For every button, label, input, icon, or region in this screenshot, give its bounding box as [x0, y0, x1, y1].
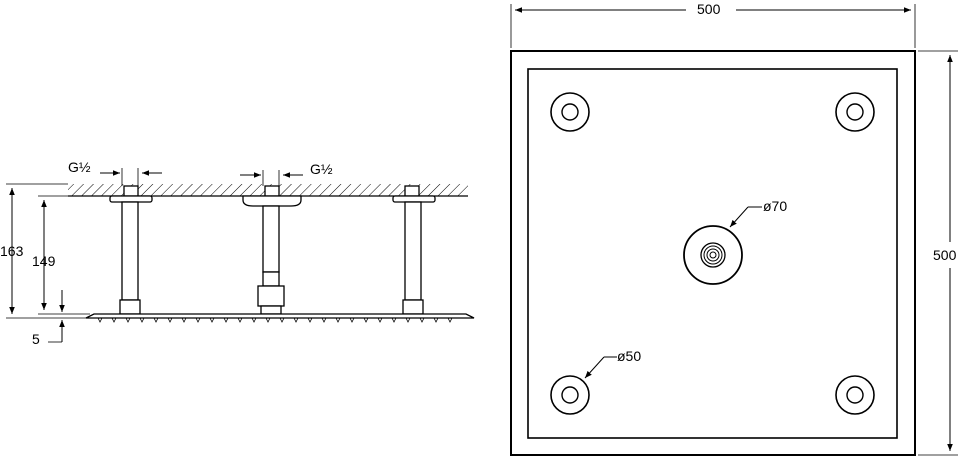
nozzle — [153, 317, 159, 323]
nozzle — [447, 317, 453, 323]
center-diameter-leader: ø70 — [729, 198, 787, 228]
nozzle — [433, 317, 439, 323]
height-total-dim: 163 — [0, 183, 86, 319]
nozzle — [335, 317, 341, 323]
nozzle — [167, 317, 173, 323]
nozzle — [293, 317, 299, 323]
mount-bottom-right — [835, 375, 875, 415]
nozzle — [321, 317, 327, 323]
nozzle — [125, 317, 131, 323]
center-connector — [683, 225, 743, 285]
nozzle — [279, 317, 285, 323]
height-total-label: 163 — [0, 243, 24, 259]
nozzle — [181, 317, 187, 323]
nozzle — [265, 317, 271, 323]
mount-bottom-left — [550, 375, 590, 415]
nozzle — [405, 317, 411, 323]
nozzle — [307, 317, 313, 323]
nozzle — [223, 317, 229, 323]
mount-diameter-label: ø50 — [617, 348, 641, 364]
thread-dim-center: G½ — [240, 161, 333, 186]
top-view: 500 500 ø70 ø50 — [510, 1, 958, 456]
left-support-arm — [109, 185, 153, 315]
side-view: G½ G½ 163 149 5 — [0, 159, 475, 347]
height-arm-label: 149 — [32, 253, 56, 269]
center-water-arm — [242, 185, 302, 315]
nozzle-row — [97, 317, 453, 323]
height-arm-dim: 149 — [32, 195, 112, 315]
nozzle — [139, 317, 145, 323]
depth-label: 500 — [933, 247, 957, 263]
nozzle — [419, 317, 425, 323]
nozzle — [237, 317, 243, 323]
nozzle — [209, 317, 215, 323]
plate-thickness-label: 5 — [32, 331, 40, 347]
right-support-arm — [392, 185, 436, 315]
plate-thickness-dim: 5 — [32, 290, 65, 347]
thread-label-left: G½ — [68, 159, 91, 175]
mount-diameter-leader: ø50 — [584, 348, 641, 379]
nozzle — [111, 317, 117, 323]
depth-dim: 500 — [918, 50, 958, 456]
nozzle — [97, 317, 103, 323]
inner-plate — [527, 68, 898, 439]
nozzle — [363, 317, 369, 323]
nozzle — [391, 317, 397, 323]
mount-top-left — [550, 92, 590, 132]
thread-label-center: G½ — [310, 161, 333, 177]
width-dim: 500 — [510, 1, 916, 48]
shower-plate — [85, 313, 475, 323]
nozzle — [377, 317, 383, 323]
width-label: 500 — [697, 1, 721, 17]
mount-top-right — [835, 92, 875, 132]
nozzle — [195, 317, 201, 323]
thread-dim-left: G½ — [68, 159, 162, 186]
nozzle — [349, 317, 355, 323]
nozzle — [251, 317, 257, 323]
center-diameter-label: ø70 — [763, 198, 787, 214]
